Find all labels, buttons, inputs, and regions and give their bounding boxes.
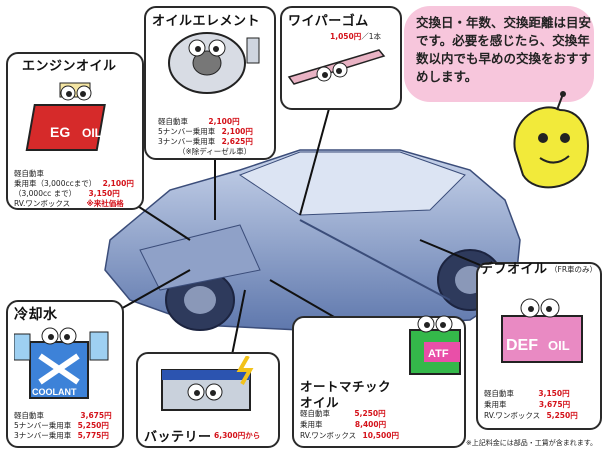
diff-oil-can-right-label: OIL [548, 338, 570, 353]
row-price: 2,100円 [221, 127, 253, 136]
row-price: 3,675円 [80, 411, 112, 420]
diff-oil-subtitle: （FR車のみ） [550, 265, 598, 274]
coolant-can-icon: COOLANT [14, 327, 109, 399]
row-label: 軽自動車 [484, 389, 514, 398]
mascot-icon [513, 91, 589, 189]
atf-row-0: 軽自動車 5,250円 [300, 408, 386, 419]
coolant-row-2: 3ナンバー乗用車 5,775円 [14, 430, 109, 441]
coolant-can-label: COOLANT [32, 387, 77, 397]
atf-row-1: 乗用車 8,400円 [300, 419, 386, 430]
engine-oil-title: エンジンオイル [22, 59, 117, 74]
engine-oil-row-3: RV.ワンボックス ※来社価格 [14, 198, 124, 209]
row-label: RV.ワンボックス [484, 411, 541, 420]
oil-element-row-1: 5ナンバー乗用車 2,100円 [158, 126, 253, 137]
row-label: 乗用車 [484, 400, 507, 409]
oil-element-row-0: 軽自動車 2,100円 [158, 116, 240, 127]
row-label: 軽自動車 [158, 117, 188, 126]
row-label: 乗用車 [300, 420, 323, 429]
row-label: 軽自動車 [14, 169, 44, 178]
row-price: 5,250円 [546, 411, 578, 420]
atf-row-2: RV.ワンボックス 10,500円 [300, 430, 399, 441]
wiper-card [280, 6, 402, 110]
row-label: 3ナンバー乗用車 [158, 137, 216, 146]
row-price: 8,400円 [354, 420, 387, 429]
row-label: （3,000cc まで） [14, 189, 77, 198]
notice-bubble [404, 6, 594, 102]
row-price: 3,675円 [538, 400, 571, 409]
oil-element-title: オイルエレメント [152, 14, 261, 29]
row-price: 3,150円 [88, 189, 120, 198]
row-price: 5,775円 [77, 431, 109, 440]
row-price: 5,250円 [77, 421, 109, 430]
row-price: ※来社価格 [86, 199, 124, 208]
engine-oil-can-left-label: EG [50, 124, 70, 140]
row-label: 5ナンバー乗用車 [158, 127, 216, 136]
engine-oil-row-2: （3,000cc まで） 3,150円 [14, 188, 120, 199]
engine-oil-row-0: 軽自動車 [14, 168, 44, 179]
row-label: 5ナンバー乗用車 [14, 421, 72, 430]
row-price: 2,625円 [221, 137, 253, 146]
engine-oil-can-icon: EG OIL [25, 82, 106, 151]
wiper-unit: ／1本 [361, 32, 382, 41]
wiper-blade-icon [287, 49, 386, 85]
row-price: 5,250円 [354, 409, 386, 418]
atf-can-icon: ATF [409, 315, 461, 375]
diff-oil-can-left-label: DEF [506, 337, 538, 354]
row-price: 10,500円 [362, 431, 399, 440]
row-label: 軽自動車 [300, 409, 330, 418]
battery-icon [161, 356, 254, 411]
row-price: 3,150円 [538, 389, 570, 398]
oil-element-row-2: 3ナンバー乗用車 2,625円 [158, 136, 253, 147]
row-label: 乗用車（3,000ccまで） [14, 179, 97, 188]
wiper-price-row: 1,050円／1本 [330, 31, 381, 42]
wiper-price: 1,050円 [330, 32, 362, 41]
oil-element-filter-icon [168, 32, 260, 94]
row-price: 2,100円 [102, 179, 134, 188]
footnote: ※上記料金には部品・工賃が含まれます。 [465, 439, 597, 447]
row-label: RV.ワンボックス [300, 431, 357, 440]
coolant-row-0: 軽自動車 3,675円 [14, 410, 112, 421]
wiper-title: ワイパーゴム [288, 14, 369, 29]
diff-oil-row-0: 軽自動車 3,150円 [484, 388, 570, 399]
battery-price: 6,300円から [214, 430, 260, 441]
engine-oil-row-1: 乗用車（3,000ccまで） 2,100円 [14, 178, 134, 189]
notice-text: 交換日・年数、交換距離は目安です。必要を感じたら、交換年数以内でも早めの交換をお… [416, 15, 592, 84]
oil-element-note: （※除ディーゼル車） [178, 147, 252, 156]
coolant-row-1: 5ナンバー乗用車 5,250円 [14, 420, 109, 431]
atf-can-label: ATF [428, 348, 449, 360]
diff-oil-can-icon: DEF OIL [501, 298, 583, 363]
row-label: 3ナンバー乗用車 [14, 431, 72, 440]
battery-title: バッテリー [144, 430, 212, 445]
diff-oil-row-1: 乗用車 3,675円 [484, 399, 570, 410]
diff-oil-row-2: RV.ワンボックス 5,250円 [484, 410, 578, 421]
atf-title-line1: オートマチック [300, 379, 392, 394]
row-price: 2,100円 [208, 117, 240, 126]
atf-title-line2: オイル [300, 395, 340, 410]
diff-oil-title: デフオイル [480, 262, 548, 277]
row-label: RV.ワンボックス [14, 199, 71, 208]
engine-oil-can-right-label: OIL [82, 126, 102, 140]
battery-price-value: 6,300円から [214, 431, 261, 440]
coolant-title: 冷却水 [14, 307, 58, 323]
row-label: 軽自動車 [14, 411, 44, 420]
